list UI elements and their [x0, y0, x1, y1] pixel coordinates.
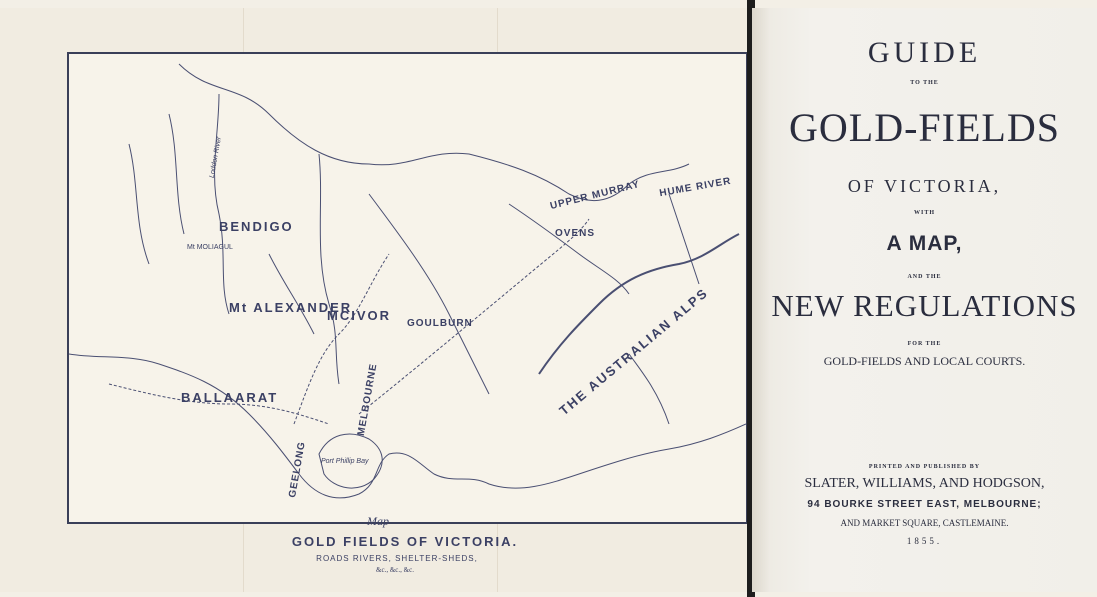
mt-moliagul-label: Mt MOLIAGUL	[187, 244, 233, 251]
map-word: Map	[367, 514, 389, 528]
creek-line	[628, 353, 670, 425]
ovens-label: OVENS	[555, 228, 596, 239]
title-new-regulations: NEW REGULATIONS	[771, 288, 1078, 323]
bay-outline	[318, 433, 383, 489]
map-caption-title: GOLD FIELDS OF VICTORIA.	[291, 534, 519, 549]
title-and-the: AND THE	[907, 274, 942, 280]
book-spine	[747, 0, 755, 597]
title-of-victoria: OF VICTORIA,	[847, 176, 1002, 196]
campaspe-river-line	[318, 153, 340, 385]
road-line	[358, 218, 590, 415]
gold-fields-map: BENDIGO Mt ALEXANDER MCIVOR GOULBURN BAL…	[67, 52, 748, 524]
port-phillip-label: Port Phillip Bay	[321, 458, 369, 465]
creek-line	[168, 113, 185, 235]
loddon-river-line	[214, 93, 230, 315]
murray-river-line	[178, 63, 690, 202]
title-guide: GUIDE	[867, 36, 982, 69]
creek-line	[668, 193, 700, 285]
ballaarat-label: BALLAARAT	[181, 390, 279, 405]
road-line	[293, 253, 390, 425]
title-for-the: FOR THE	[907, 341, 942, 347]
bendigo-label: BENDIGO	[219, 219, 294, 234]
title-gold-fields-courts: GOLD-FIELDS AND LOCAL COURTS.	[823, 354, 1026, 368]
mt-alexander-label: Mt ALEXANDER	[229, 300, 353, 315]
title-gold-fields: GOLD-FIELDS	[789, 105, 1060, 150]
coastline	[69, 353, 746, 499]
title-printed-by: PRINTED AND PUBLISHED BY	[868, 464, 981, 470]
mcivor-label: MCIVOR	[327, 308, 391, 323]
title-publisher: SLATER, WILLIAMS, AND HODGSON,	[804, 476, 1045, 491]
goulburn-river-line	[368, 193, 490, 395]
creek-line	[268, 253, 315, 335]
title-year: 1855.	[906, 536, 943, 546]
creek-line	[128, 143, 150, 265]
alps-range	[538, 233, 740, 375]
title-to-the: TO THE	[910, 80, 939, 86]
map-linework	[69, 63, 746, 499]
title-with: WITH	[913, 210, 935, 216]
road-line	[108, 383, 330, 425]
title-market-square: AND MARKET SQUARE, CASTLEMAINE.	[840, 518, 1009, 528]
title-street-address: 94 BOURKE STREET EAST, MELBOURNE;	[807, 499, 1042, 510]
title-a-map: A MAP,	[886, 232, 963, 255]
ovens-river-line	[508, 203, 630, 295]
title-page: GUIDE TO THE GOLD-FIELDS OF VICTORIA, WI…	[752, 8, 1097, 592]
map-caption-etc: &c., &c., &c.	[376, 566, 414, 574]
goulburn-label: GOULBURN	[407, 318, 473, 329]
map-page: BENDIGO Mt ALEXANDER MCIVOR GOULBURN BAL…	[0, 8, 761, 592]
map-caption-subtitle: ROADS RIVERS, SHELTER-SHEDS,	[316, 554, 478, 563]
